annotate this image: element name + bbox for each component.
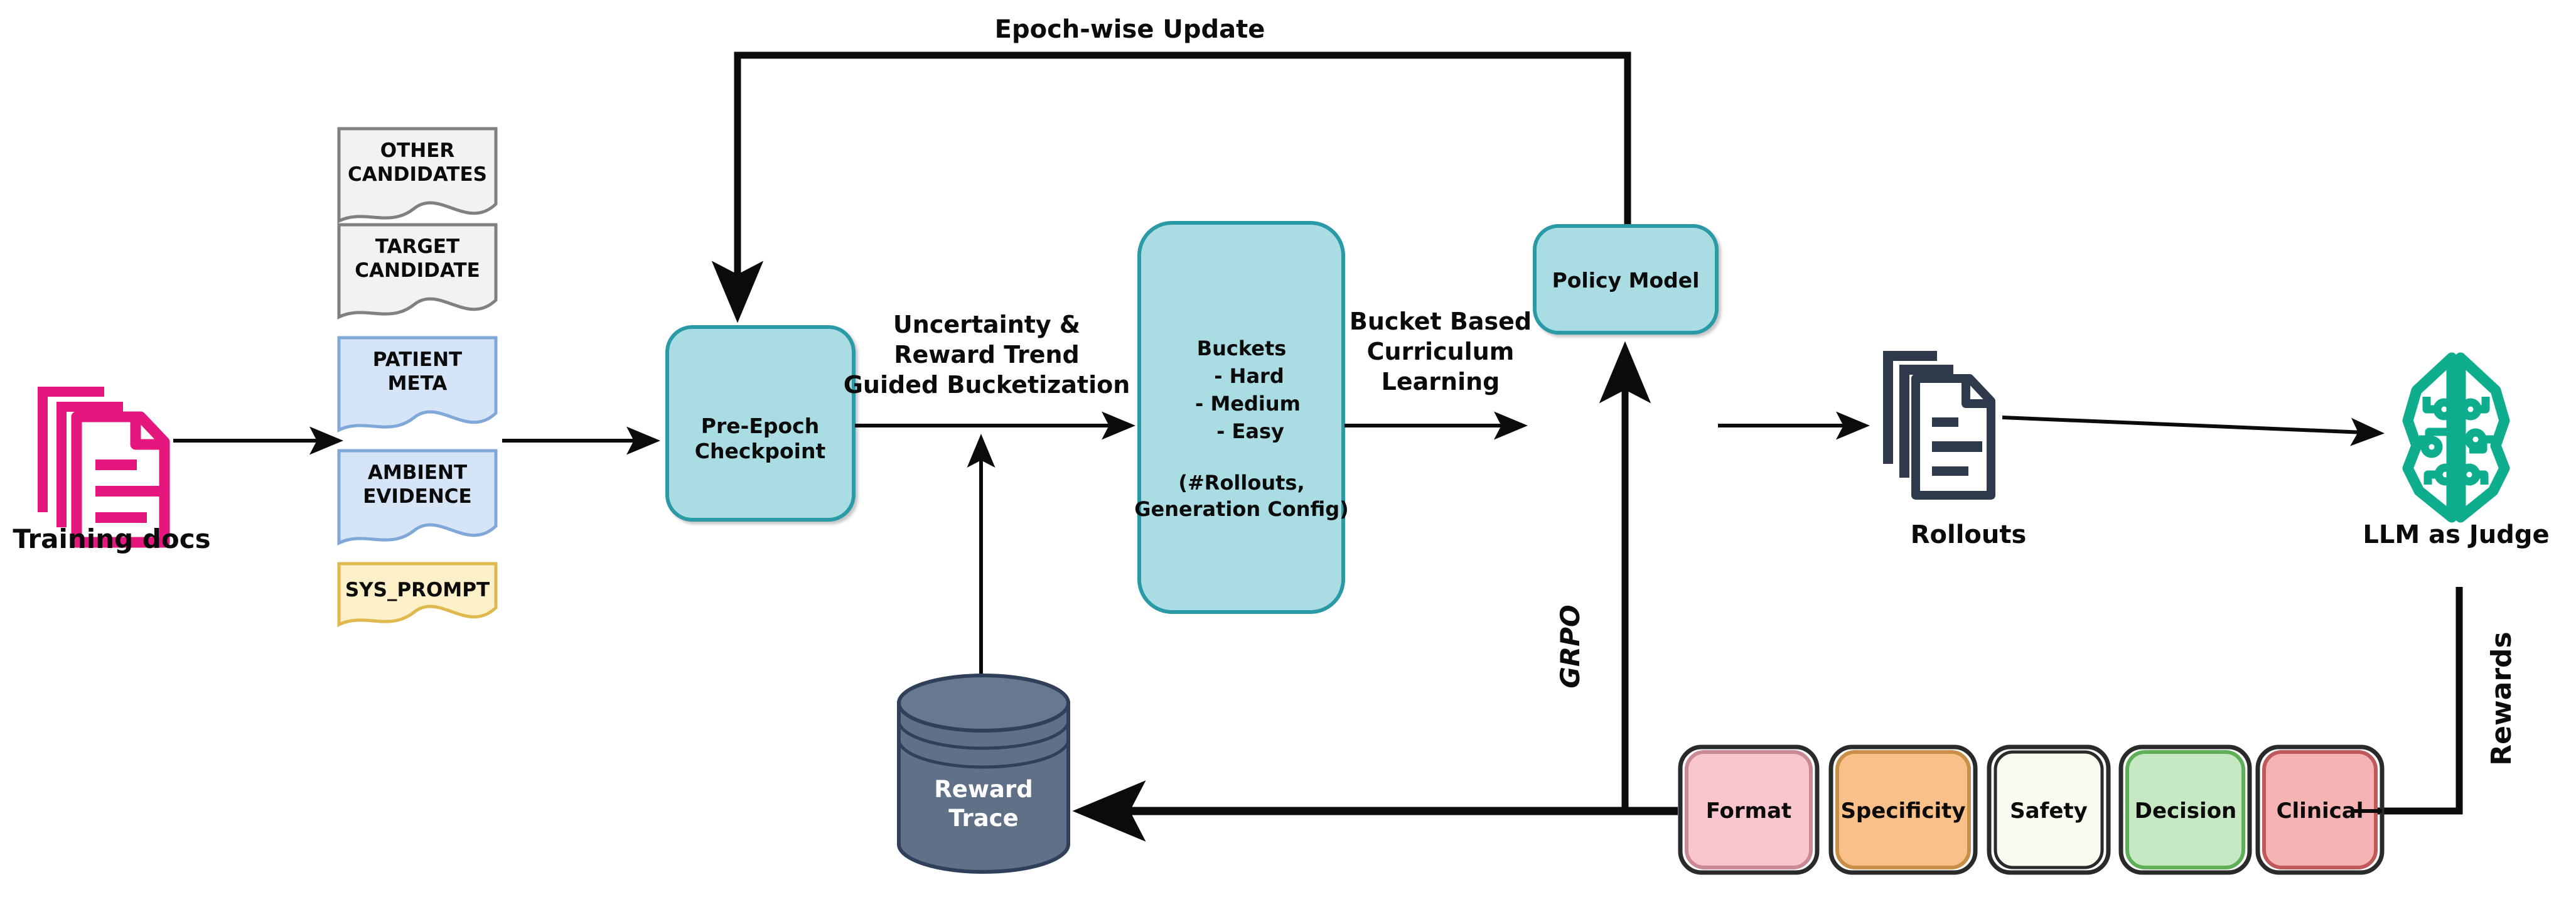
- rollouts-icon: [1883, 351, 1995, 500]
- input-card-line-2: CANDIDATES: [348, 163, 487, 186]
- checkpoint-line-1: Pre-Epoch: [701, 414, 819, 438]
- epoch-wise-update-edge: [711, 51, 1631, 323]
- training-docs-label: Training docs: [13, 524, 210, 554]
- reward-badge-label: Decision: [2135, 798, 2237, 824]
- checkpoint-line-2: Checkpoint: [695, 439, 826, 463]
- buckets-line-1: Buckets: [1197, 336, 1287, 360]
- buckets-line-2: - Hard: [1214, 364, 1284, 388]
- pre-epoch-checkpoint-node[interactable]: Pre-Epoch Checkpoint: [665, 325, 856, 522]
- reward-badge-clinical[interactable]: Clinical: [2255, 744, 2385, 875]
- input-card-target-candidate: TARGET CANDIDATE: [337, 223, 498, 320]
- reward-badge-decision[interactable]: Decision: [2118, 744, 2252, 875]
- reward-trace-line-2: Trace: [948, 805, 1018, 832]
- input-card-line-1: TARGET: [375, 235, 459, 258]
- reward-badge-label: Clinical: [2277, 798, 2364, 824]
- buckets-line-7: Generation Config): [1134, 497, 1349, 521]
- input-card-other-candidates: OTHER CANDIDATES: [337, 127, 498, 224]
- rewards-bracket-label: Rewards: [2486, 631, 2518, 765]
- llm-as-judge-icon: [2402, 352, 2510, 523]
- reward-badge-safety[interactable]: Safety: [1987, 744, 2111, 875]
- buckets-line-3: - Medium: [1195, 392, 1301, 416]
- input-card-line-2: META: [388, 372, 448, 395]
- training-docs-icon: [38, 387, 170, 548]
- input-card-line-2: EVIDENCE: [363, 485, 471, 508]
- grpo-label: GRPO: [1555, 604, 1586, 688]
- input-card-line-1: OTHER: [380, 139, 455, 162]
- policy-model-label: Policy Model: [1552, 268, 1700, 293]
- reward-trace-line-1: Reward: [934, 776, 1033, 803]
- bucketization-label-line-3: Guided Bucketization: [844, 371, 1130, 399]
- curriculum-label-line-3: Learning: [1382, 368, 1500, 395]
- epoch-wise-update-label: Epoch-wise Update: [995, 15, 1265, 44]
- bucketization-label-line-1: Uncertainty &: [893, 311, 1080, 338]
- reward-trace-node[interactable]: Reward Trace: [897, 674, 1070, 874]
- curriculum-label-line-1: Bucket Based: [1350, 308, 1532, 335]
- input-card-line-1: AMBIENT: [368, 461, 467, 484]
- reward-badge-label: Safety: [2010, 798, 2088, 824]
- rewards-bracket: [2351, 587, 2463, 815]
- rollouts-label: Rollouts: [1911, 520, 2027, 549]
- reward-badge-label: Specificity: [1840, 798, 1965, 824]
- curriculum-label-line-2: Curriculum: [1367, 338, 1515, 365]
- buckets-node[interactable]: Buckets - Hard - Medium - Easy (#Rollout…: [1134, 221, 1349, 614]
- buckets-line-6: (#Rollouts,: [1178, 471, 1304, 495]
- input-card-ambient-evidence: AMBIENT EVIDENCE: [337, 449, 498, 546]
- bucketization-label-line-2: Reward Trend: [894, 341, 1079, 368]
- policy-model-node[interactable]: Policy Model: [1533, 224, 1719, 335]
- input-card-line-1: PATIENT: [373, 348, 462, 371]
- reward-badge-label: Format: [1706, 798, 1792, 824]
- input-card-line-1: SYS_PROMPT: [345, 579, 490, 601]
- buckets-line-4: - Easy: [1216, 419, 1284, 443]
- reward-badge-format[interactable]: Format: [1678, 744, 1820, 875]
- llm-as-judge-label: LLM as Judge: [2363, 520, 2549, 549]
- input-card-line-2: CANDIDATE: [355, 259, 480, 282]
- input-card-patient-meta: PATIENT META: [337, 336, 498, 433]
- reward-badge-specificity[interactable]: Specificity: [1828, 744, 1978, 875]
- input-card-sys-prompt: SYS_PROMPT: [337, 562, 498, 628]
- edge-rollouts-to-judge: [2002, 416, 2385, 446]
